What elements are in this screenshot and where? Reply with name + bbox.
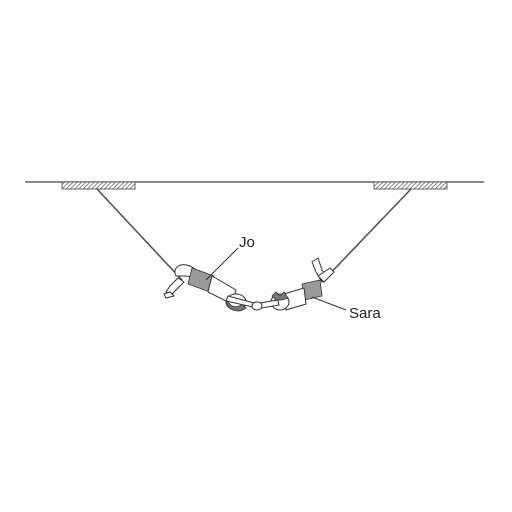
right-rope (321, 188, 412, 283)
sara-leader-line (311, 296, 347, 311)
jo-figure (163, 264, 259, 312)
right-support (373, 181, 448, 190)
left-rope (96, 188, 183, 281)
left-support (61, 181, 136, 190)
sara-figure (253, 257, 335, 311)
jo-label: Jo (239, 234, 255, 251)
jo-leader-line (205, 247, 239, 281)
clasped-hands (251, 301, 263, 311)
sara-label: Sara (349, 305, 381, 322)
